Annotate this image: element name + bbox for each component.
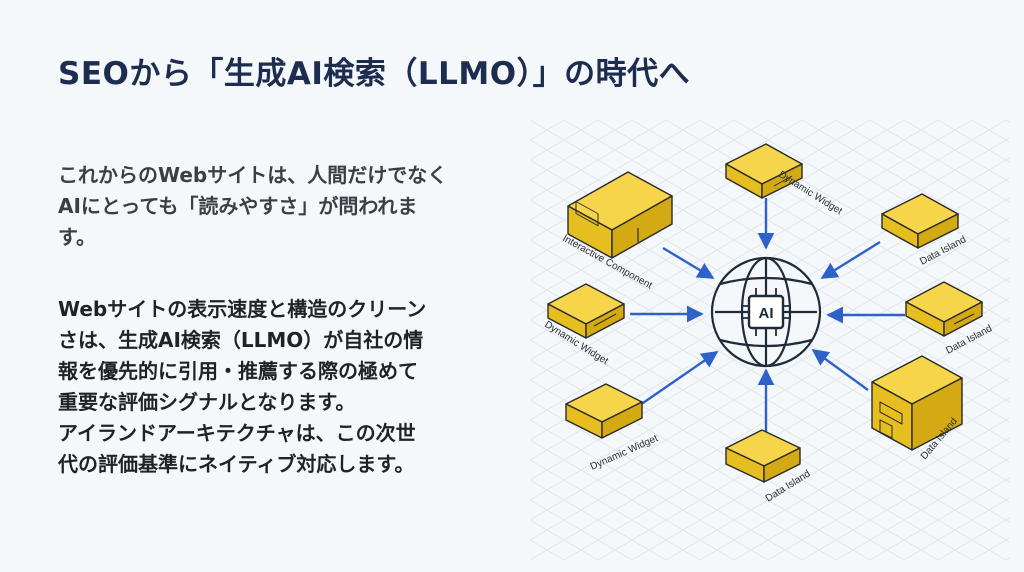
intro-line: AIにとっても「読みやすさ」が問われま bbox=[58, 194, 418, 218]
arrow-dynamic-widget-bottom-left bbox=[639, 351, 719, 406]
arrow-data-island-bottom-right bbox=[811, 349, 869, 391]
body-line: アイランドアーキテクチャは、この次世 bbox=[58, 421, 416, 445]
slide-title: SEOから「生成AI検索（LLMO）」の時代へ bbox=[58, 56, 691, 92]
body-line: 重要な評価シグナルとなります。 bbox=[58, 390, 356, 414]
arrow-interactive-component bbox=[662, 246, 715, 280]
body-line: Webサイトの表示速度と構造のクリーン bbox=[58, 297, 427, 321]
ai-hub-label: AI bbox=[759, 305, 774, 322]
intro-paragraph: これからのWebサイトは、人間だけでなく AIにとっても「読みやすさ」が問われま… bbox=[58, 160, 518, 253]
body-line: さは、生成AI検索（LLMO）が自社の情 bbox=[58, 328, 424, 352]
dynamic-widget-left-box bbox=[547, 283, 625, 339]
interactive-component-box bbox=[567, 171, 673, 259]
ai-hub-globe-icon bbox=[710, 256, 822, 368]
island-architecture-diagram: AI Interactive Component Dynamic Widget bbox=[530, 120, 1010, 560]
dynamic-widget-top-box bbox=[725, 143, 803, 199]
body-line: 代の評価基準にネイティブ対応します。 bbox=[58, 452, 415, 476]
data-island-bottom-right-box bbox=[871, 355, 963, 451]
connection-arrows bbox=[630, 198, 905, 432]
intro-line: これからのWebサイトは、人間だけでなく bbox=[58, 163, 448, 187]
body-paragraph: Webサイトの表示速度と構造のクリーン さは、生成AI検索（LLMO）が自社の情… bbox=[58, 294, 498, 480]
data-island-right-box bbox=[905, 281, 983, 337]
data-island-bottom-box bbox=[725, 429, 801, 483]
intro-line: す。 bbox=[58, 225, 96, 249]
arrow-data-island-top-right bbox=[820, 240, 881, 280]
dynamic-widget-bottom-left-box bbox=[565, 383, 643, 439]
body-line: 報を優先的に引用・推薦する際の極めて bbox=[58, 359, 418, 383]
data-island-top-right-box bbox=[881, 193, 959, 249]
